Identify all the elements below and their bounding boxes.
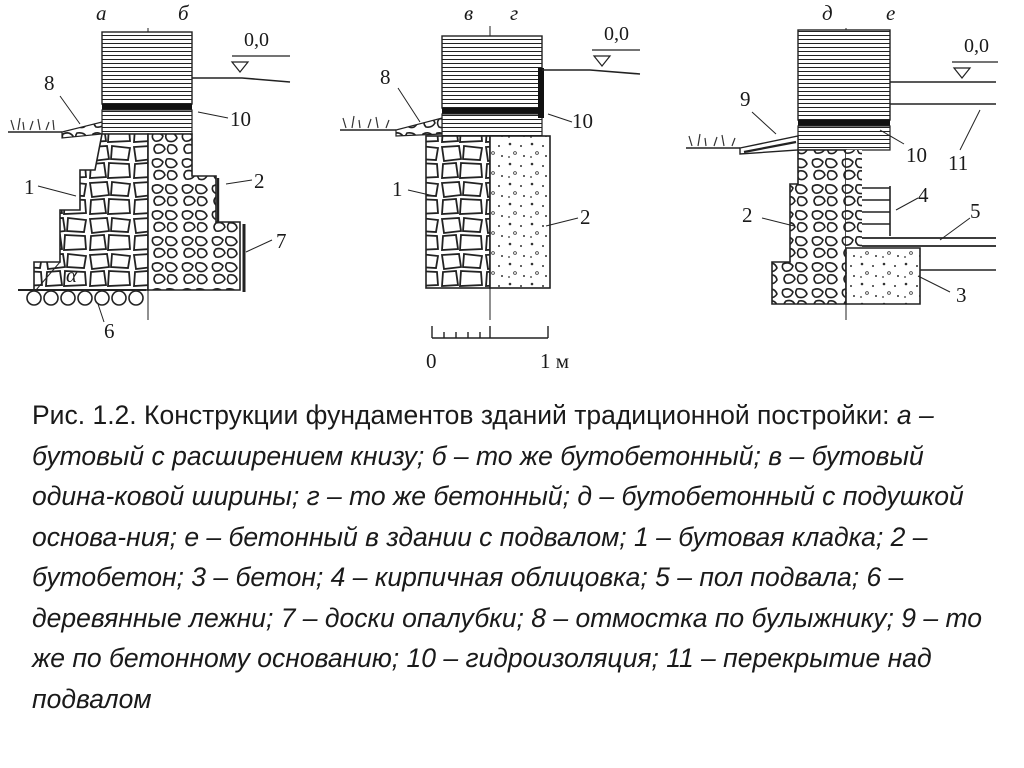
grass-icon	[10, 117, 55, 131]
foundation-drawing: а б 0,0 8	[8, 1, 998, 373]
drawing-d-e: д е 0,0	[686, 1, 998, 320]
level-marker-icon-right	[952, 67, 972, 79]
blind-area-cobble	[61, 121, 103, 139]
level-mark-right: 0,0	[964, 35, 989, 57]
label-2-mid: 2	[580, 205, 591, 229]
ground-line	[192, 77, 291, 83]
level-mark: 0,0	[244, 29, 269, 51]
brick-facing	[862, 186, 891, 236]
letter-v: в	[464, 1, 473, 25]
label-1-mid: 1	[392, 177, 403, 201]
label-3: 3	[956, 283, 967, 307]
letter-g: г	[510, 1, 518, 25]
grass-icon-mid	[342, 115, 390, 129]
concrete-foundation-right	[845, 247, 921, 305]
level-marker-icon	[230, 61, 250, 73]
angle-line	[35, 261, 61, 291]
label-8-mid: 8	[380, 65, 391, 89]
waterproofing-right	[798, 120, 890, 126]
figure-caption: Рис. 1.2. Конструкции фундаментов зданий…	[32, 395, 992, 719]
concrete-foundation-mid	[489, 135, 551, 289]
label-10-mid: 10	[572, 109, 593, 133]
rubble-foundation-mid	[425, 135, 491, 289]
grass-icon-right	[688, 133, 736, 147]
scale-bar	[431, 326, 549, 339]
rubble-concrete-foundation	[147, 133, 241, 291]
drawing-v-g: в г 0,0 8 10 1 2	[340, 1, 641, 373]
label-8: 8	[44, 71, 55, 95]
waterproofing-mid	[442, 108, 542, 114]
rubble-concrete-foundation-right	[771, 149, 847, 305]
letter-a: а	[96, 1, 107, 25]
label-2: 2	[254, 169, 265, 193]
label-4: 4	[918, 183, 929, 207]
basement-floor	[862, 237, 996, 247]
brick-plinth	[101, 109, 193, 135]
scale-end: 1 м	[540, 349, 569, 373]
blind-area-cobble-mid	[395, 117, 443, 137]
label-1: 1	[24, 175, 35, 199]
label-11: 11	[948, 151, 968, 175]
waterproofing	[102, 104, 192, 110]
label-10: 10	[230, 107, 251, 131]
ground-line-mid	[542, 69, 641, 75]
timber-sleepers	[26, 290, 144, 306]
level-marker-icon-mid	[592, 55, 612, 67]
brick-wall-right	[797, 29, 891, 121]
level-mark-mid: 0,0	[604, 23, 629, 45]
brick-wall-mid	[441, 35, 543, 109]
brick-plinth-mid	[441, 113, 543, 137]
letter-b: б	[178, 1, 190, 25]
scale-start: 0	[426, 349, 437, 373]
letter-d: д	[822, 1, 833, 25]
letter-e: е	[886, 1, 895, 25]
label-2-right: 2	[742, 203, 753, 227]
label-6: 6	[104, 319, 115, 343]
drawing-a-b: а б 0,0 8	[8, 1, 291, 343]
label-alpha: α	[66, 263, 78, 287]
label-5: 5	[970, 199, 981, 223]
label-9: 9	[740, 87, 751, 111]
label-7: 7	[276, 229, 287, 253]
brick-wall	[101, 31, 193, 105]
floor-slab	[890, 81, 996, 105]
caption-body: а – бутовый с расширением книзу; б – то …	[32, 400, 982, 714]
rubble-foundation	[33, 133, 149, 291]
label-10-right: 10	[906, 143, 927, 167]
caption-title: Рис. 1.2. Конструкции фундаментов зданий…	[32, 400, 897, 430]
